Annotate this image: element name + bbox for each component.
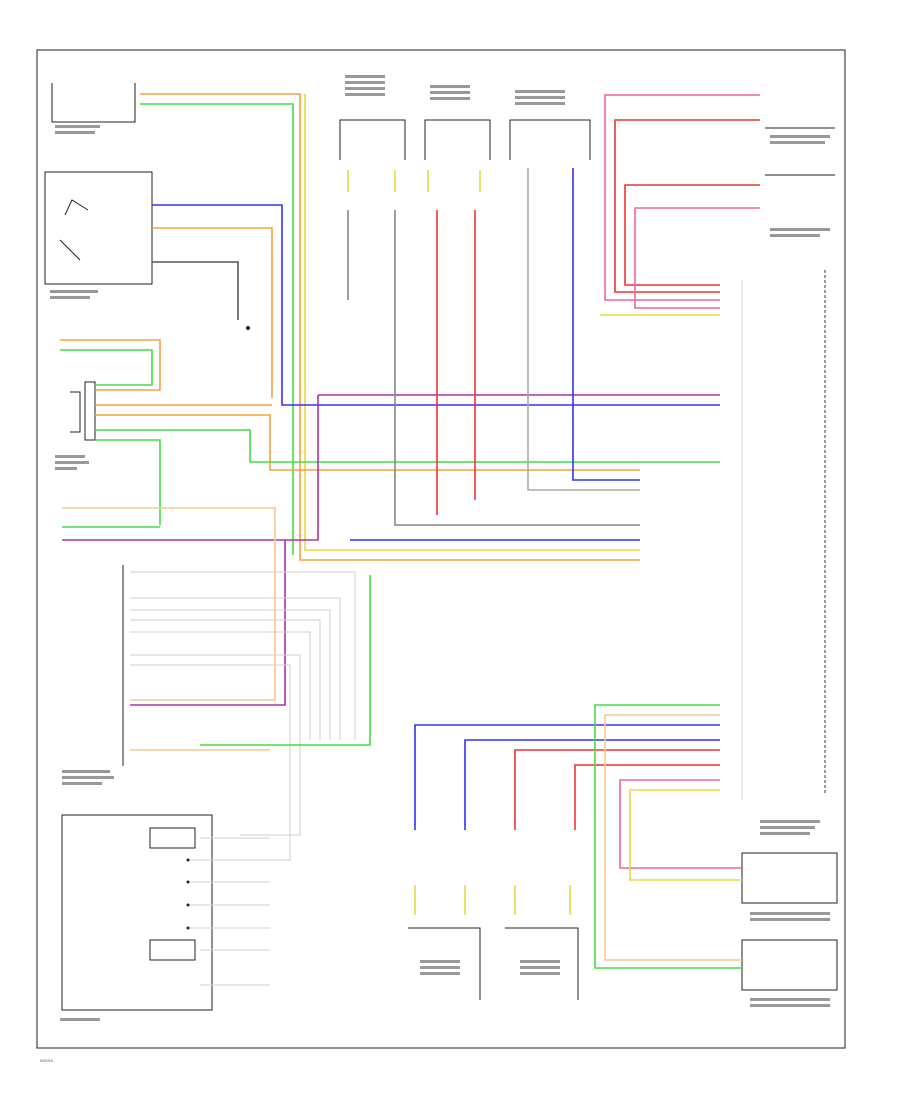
center-seatbelt-component <box>424 119 491 160</box>
right-seatbelt-component <box>509 119 591 160</box>
left-terminal-dots <box>186 326 250 930</box>
wire-gray-h7 <box>130 664 291 861</box>
wire-green-conn-2 <box>95 429 720 463</box>
wire-purple-down <box>130 540 286 706</box>
wire-gray-h5 <box>130 631 311 740</box>
diagram-frame <box>36 49 846 1049</box>
bottom-left-module <box>61 814 213 1011</box>
wire-red-bottom-2 <box>574 764 720 830</box>
right-pretensioner-box <box>505 927 579 1000</box>
left-connector-bracket <box>70 391 81 433</box>
wire-peach-harness <box>62 507 276 701</box>
front-passenger-sensor-box <box>51 83 136 123</box>
wire-blue-bottom-2 <box>464 739 720 830</box>
wire-gray-v5 <box>527 168 640 491</box>
bottom-left-sub-1 <box>149 827 196 849</box>
wire-gray-h4 <box>130 619 321 740</box>
left-connector-block <box>84 381 96 441</box>
wire-blue-v6 <box>572 168 640 481</box>
wire-red-r3 <box>624 184 760 286</box>
right-lower-module-1 <box>741 852 838 904</box>
wire-purple-conn <box>62 395 319 541</box>
left-seatbelt-component <box>339 119 406 160</box>
wire-orange-conn-3 <box>95 414 640 471</box>
page-label: W/DSA <box>40 1058 53 1063</box>
wire-green-conn-3 <box>95 439 161 525</box>
bottom-left-sub-2 <box>149 939 196 961</box>
wire-pink-rl <box>619 779 742 869</box>
wire-green-rl <box>594 704 742 969</box>
wire-orange-top <box>140 93 640 561</box>
wire-pink-r1 <box>604 94 760 301</box>
wire-gray-h3 <box>130 609 331 740</box>
wire-red-r2 <box>614 119 760 293</box>
wire-green-conn <box>60 349 153 386</box>
belt-switch-symbol <box>64 199 89 216</box>
label-marks <box>50 75 830 1021</box>
wire-pink-r4 <box>634 207 760 309</box>
wire-gray-v2 <box>394 210 640 526</box>
wire-ground <box>152 261 239 320</box>
wire-yellow-rl <box>629 789 742 881</box>
wire-peach-rl <box>604 714 742 961</box>
passenger-belt-switch-box <box>44 171 153 285</box>
right-lower-module-2 <box>741 939 838 991</box>
wire-blue-bottom-1 <box>414 724 720 830</box>
left-pretensioner-box <box>408 927 481 1000</box>
wire-gray-h1 <box>130 571 356 740</box>
wire-orange-conn <box>60 339 161 391</box>
wire-gray-h2 <box>130 597 341 740</box>
wire-red-bottom-1 <box>514 749 720 830</box>
wire-orange-switch <box>152 227 273 398</box>
wire-green-long <box>200 575 371 746</box>
wire-green-top <box>140 103 294 555</box>
belt-switch-line <box>59 239 81 261</box>
wire-blue-switch <box>152 204 720 406</box>
wire-yellow-top <box>304 94 640 551</box>
